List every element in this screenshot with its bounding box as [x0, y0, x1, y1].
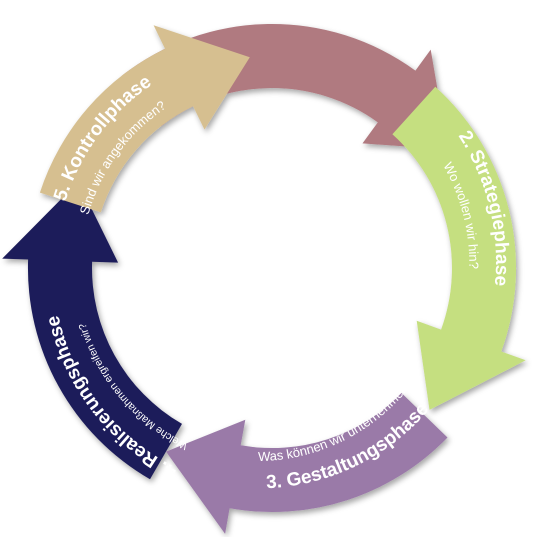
phase-1-question: Wo stehen wir? — [222, 154, 318, 179]
phase-1-label: 1. Analysephase Wo stehen wir? — [191, 121, 348, 179]
phase-2-arrow — [392, 86, 526, 410]
phase-3-arrow — [166, 393, 448, 534]
arrow-ring — [2, 24, 526, 534]
phase-4-label: 4. Realisierungsphase Welche Maßnahmen e… — [43, 314, 190, 483]
phase-3-label: 3. Gestaltungsphase Was können wir unter… — [258, 376, 433, 494]
phase-4-arrow — [2, 181, 183, 480]
phase-5-arrow — [39, 25, 250, 213]
svg-text:Wo stehen wir?: Wo stehen wir? — [222, 154, 318, 179]
